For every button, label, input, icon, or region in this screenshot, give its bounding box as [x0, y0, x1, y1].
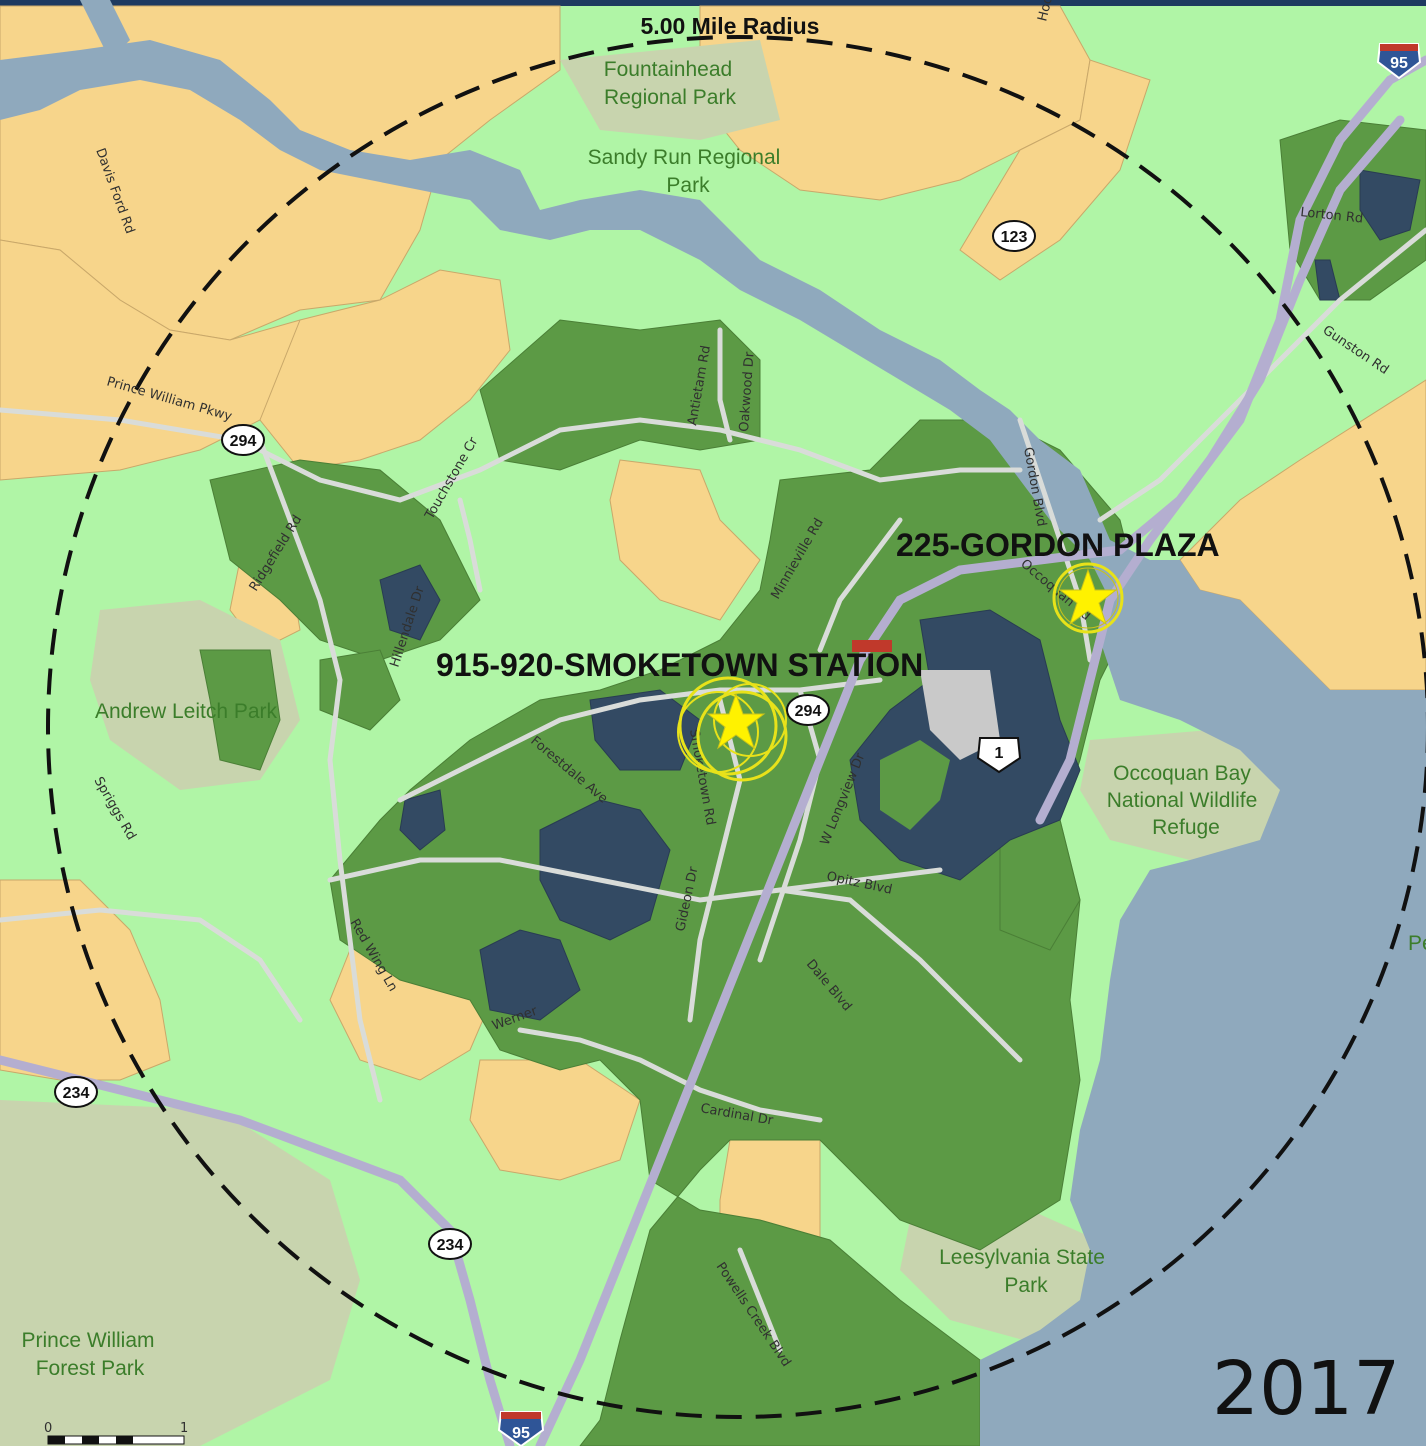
park-labels: Fountainhead Regional Park Sandy Run Reg…	[21, 58, 1257, 1380]
site-label-gordon-plaza: 225-GORDON PLAZA	[896, 527, 1220, 563]
shield-va-234-b: 234	[428, 1228, 472, 1260]
top-border	[0, 0, 1426, 6]
route-shield-icon	[221, 424, 265, 456]
park-fountainhead: Fountainhead	[604, 58, 732, 81]
svg-text:1: 1	[995, 745, 1004, 762]
svg-text:294: 294	[795, 703, 822, 720]
shield-va-294-b: 294	[786, 694, 830, 726]
svg-text:95: 95	[1390, 55, 1408, 72]
svg-text:123: 123	[1001, 229, 1028, 246]
us-route-shield-icon	[976, 737, 1022, 774]
star-icon	[706, 692, 766, 750]
park-leesylvania: Leesylvania State	[939, 1246, 1105, 1269]
road-label: Lorton Rd	[1300, 205, 1364, 227]
park-sandy-run: Sandy Run Regional	[588, 146, 781, 169]
svg-text:234: 234	[437, 1237, 464, 1254]
svg-text:95: 95	[512, 1425, 530, 1442]
park-occoquan-bay-2: National Wildlife	[1107, 789, 1258, 812]
interstate-marker-icon	[852, 640, 892, 652]
svg-text:234: 234	[63, 1085, 90, 1102]
radius-label: 5.00 Mile Radius	[641, 13, 820, 39]
shield-va-234-a: 234	[54, 1076, 98, 1108]
star-icon	[1058, 568, 1118, 626]
shield-us-1: 1	[976, 737, 1022, 774]
park-prince-william-forest-2: Forest Park	[36, 1357, 145, 1380]
park-sandy-run-2: Park	[666, 174, 710, 197]
svg-text:294: 294	[230, 433, 257, 450]
park-fountainhead-2: Regional Park	[604, 86, 736, 109]
shield-va-123: 123	[992, 220, 1036, 252]
park-prince-william-forest: Prince William	[21, 1329, 154, 1352]
shield-i95-bottom: 95	[497, 1411, 545, 1446]
year-label: 2017	[1212, 1346, 1400, 1432]
park-occoquan-bay-3: Refuge	[1152, 816, 1220, 839]
scale-start: 0	[44, 1421, 52, 1436]
edge-label: Pe	[1408, 932, 1426, 955]
site-marker-smoketown-station	[677, 676, 788, 782]
shield-i95-top: 95	[1376, 43, 1422, 80]
road-label: Oakwood Dr	[737, 351, 758, 433]
highways	[0, 55, 1426, 1446]
park-occoquan-bay: Occoquan Bay	[1113, 762, 1251, 785]
route-shield-icon	[54, 1076, 98, 1108]
site-marker-gordon-plaza	[1052, 562, 1124, 634]
scale-bar: 0 1	[44, 1421, 188, 1445]
route-shield-icon	[992, 220, 1036, 252]
park-leesylvania-2: Park	[1004, 1274, 1048, 1297]
park-andrew-leitch: Andrew Leitch Park	[95, 700, 278, 723]
radius-circle	[46, 35, 1426, 1419]
site-label-smoketown-station: 915-920-SMOKETOWN STATION	[436, 647, 923, 683]
shield-va-294-a: 294	[221, 424, 265, 456]
route-shield-icon	[428, 1228, 472, 1260]
green-patch	[880, 740, 950, 830]
scale-end: 1	[180, 1421, 188, 1436]
route-shield-icon	[786, 694, 830, 726]
